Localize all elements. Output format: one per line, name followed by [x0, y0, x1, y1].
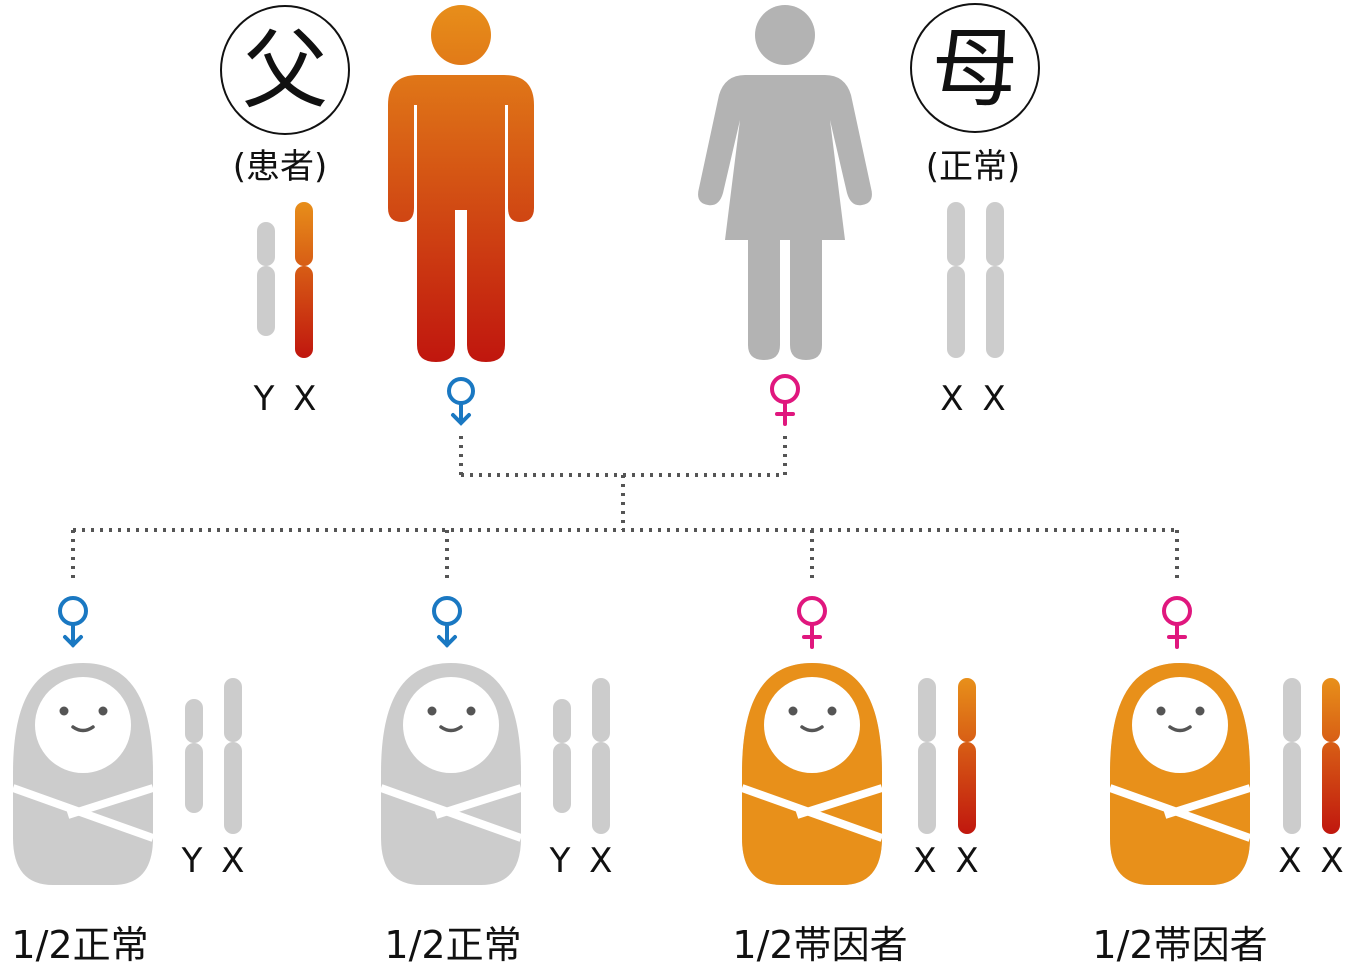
- swaddled-baby-icon: [379, 663, 523, 885]
- child-4-outcome: 1/2帯因者: [1092, 923, 1267, 967]
- female-person-icon: [698, 5, 872, 360]
- chromosome-x-arm-bottom: [295, 266, 313, 358]
- swaddled-baby-icon: [1108, 663, 1252, 885]
- male-symbol-icon: [447, 377, 475, 426]
- male-symbol-icon: [58, 596, 88, 648]
- father-chromosomes: [257, 202, 313, 358]
- chromosome-x-arm-top: [986, 202, 1004, 266]
- chromosome-x-arm-top: [295, 202, 313, 266]
- swaddled-baby-icon: [740, 663, 884, 885]
- child-4-chromosomes: [1283, 678, 1340, 834]
- child-2-chromosomes: [553, 678, 610, 834]
- chromosome-x-arm-top: [947, 202, 965, 266]
- female-symbol-icon: [1162, 596, 1192, 649]
- father-status: (患者): [233, 147, 328, 187]
- child-4: X X 1/2帯因者: [1092, 596, 1347, 967]
- male-person-icon: [388, 5, 534, 362]
- child-3: X X 1/2帯因者: [732, 596, 982, 967]
- child-2-outcome: 1/2正常: [384, 923, 521, 967]
- chromosome-x-arm-bottom: [947, 266, 965, 358]
- mother-circle-label: 母: [932, 19, 1018, 119]
- child-2-chromosome-label: Y X: [549, 841, 617, 881]
- pedigree-connectors: [71, 436, 1179, 582]
- child-1-chromosome-label: Y X: [181, 841, 249, 881]
- father-chromosome-label: Y X: [253, 379, 321, 419]
- child-4-chromosome-label: X X: [1278, 841, 1347, 881]
- father-circle-label: 父: [242, 21, 328, 121]
- child-2: Y X 1/2正常: [379, 596, 617, 967]
- father-circle: [220, 5, 350, 135]
- female-symbol-icon: [797, 596, 827, 649]
- swaddled-baby-icon: [11, 663, 155, 885]
- mother-chromosome-label: X X: [940, 379, 1009, 419]
- child-3-chromosome-label: X X: [913, 841, 982, 881]
- female-symbol-icon: [770, 374, 800, 426]
- male-symbol-icon: [432, 596, 462, 648]
- mother-chromosomes: [947, 202, 1004, 358]
- child-3-outcome: 1/2帯因者: [732, 923, 907, 967]
- child-1-outcome: 1/2正常: [11, 923, 148, 967]
- father-group: 父 (患者) Y X: [220, 5, 534, 426]
- mother-group: 母 (正常) X X: [698, 3, 1040, 426]
- mother-circle: [910, 3, 1040, 133]
- mother-status: (正常): [926, 147, 1021, 187]
- chromosome-y-arm-bottom: [257, 266, 275, 336]
- child-1: Y X 1/2正常: [11, 596, 249, 967]
- chromosome-x-arm-bottom: [986, 266, 1004, 358]
- chromosome-y-arm-top: [257, 222, 275, 266]
- child-1-chromosomes: [185, 678, 242, 834]
- child-3-chromosomes: [918, 678, 976, 834]
